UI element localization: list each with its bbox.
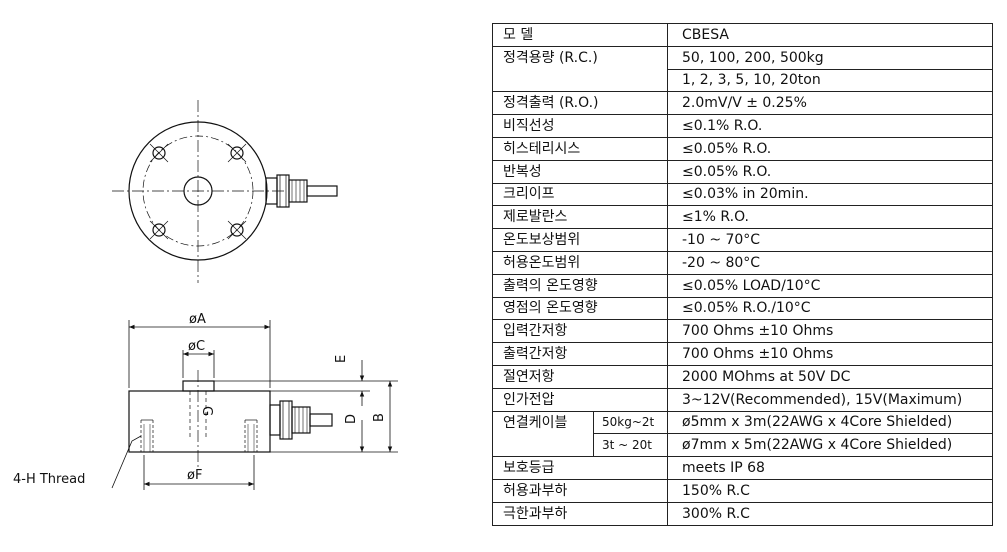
spec-label: 온도보상범위: [492, 228, 668, 252]
spec-label: 제로발란스: [492, 205, 668, 230]
dim-f-label: øF: [187, 468, 202, 483]
table-row: 모 델 CBESA: [492, 23, 993, 47]
thread-label: 4-H Thread: [13, 472, 85, 487]
spec-value: 2000 MOhms at 50V DC: [667, 364, 993, 389]
cable-sub-label: 50kg~2t: [593, 410, 668, 435]
threaded-hole: [227, 220, 247, 240]
spec-value: 150% R.C: [667, 478, 993, 503]
spec-label: 히스테리시스: [492, 136, 668, 161]
table-row: 정격출력 (R.O.) 2.0mV/V ± 0.25%: [492, 91, 993, 116]
spec-label: 출력의 온도영향: [492, 273, 668, 298]
top-view: [112, 100, 338, 283]
spec-label: 비직선성: [492, 114, 668, 138]
load-cell-drawing: øA øC G E D B øF 4-H Thread: [13, 100, 398, 490]
side-view: [128, 370, 333, 470]
spec-label: 허용온도범위: [492, 250, 668, 275]
spec-label: 크리이프: [492, 182, 668, 207]
spec-label: 정격출력 (R.O.): [492, 91, 668, 116]
spec-label: 모 델: [492, 23, 668, 47]
dim-d-label: D: [344, 414, 359, 424]
spec-value: 700 Ohms ±10 Ohms: [667, 319, 993, 344]
cable-gland: [265, 174, 338, 208]
table-row: 정격용량 (R.C.) 50, 100, 200, 500kg: [492, 45, 993, 70]
spec-value: ≤0.05% R.O.: [667, 159, 993, 184]
table-row: 1, 2, 3, 5, 10, 20ton: [492, 68, 993, 93]
table-row: 입력간저항 700 Ohms ±10 Ohms: [492, 319, 993, 344]
spec-value: -10 ~ 70°C: [667, 228, 993, 252]
spec-value: ≤0.05% R.O./10°C: [667, 296, 993, 321]
spec-table: 모 델 CBESA 정격용량 (R.C.) 50, 100, 200, 500k…: [492, 23, 993, 526]
threaded-hole: [227, 143, 247, 163]
table-row: 허용온도범위 -20 ~ 80°C: [492, 250, 993, 275]
threaded-hole: [149, 143, 169, 163]
dim-b-label: B: [372, 413, 387, 422]
spec-value: 1, 2, 3, 5, 10, 20ton: [667, 68, 993, 93]
table-row: 출력의 온도영향 ≤0.05% LOAD/10°C: [492, 273, 993, 298]
spec-value: ø5mm x 3m(22AWG x 4Core Shielded): [667, 410, 993, 435]
table-row: 히스테리시스 ≤0.05% R.O.: [492, 136, 993, 161]
spec-label: 영점의 온도영향: [492, 296, 668, 321]
spec-label: 허용과부하: [492, 478, 668, 503]
spec-label: 출력간저항: [492, 342, 668, 366]
dim-e-label: E: [334, 355, 349, 363]
table-row: 인가전압 3~12V(Recommended), 15V(Maximum): [492, 387, 993, 412]
cable-label-cont: [492, 433, 594, 458]
spec-label: 극한과부하: [492, 501, 668, 526]
spec-label: 인가전압: [492, 387, 668, 412]
table-row: 보호등급 meets IP 68: [492, 456, 993, 480]
spec-value: ≤0.05% LOAD/10°C: [667, 273, 993, 298]
spec-label: 반복성: [492, 159, 668, 184]
spec-label: 절연저항: [492, 364, 668, 389]
table-row: 비직선성 ≤0.1% R.O.: [492, 114, 993, 138]
table-row: 극한과부하 300% R.C: [492, 501, 993, 526]
table-row: 제로발란스 ≤1% R.O.: [492, 205, 993, 230]
dim-c-label: øC: [188, 339, 205, 354]
spec-value: ≤0.05% R.O.: [667, 136, 993, 161]
spec-value: ø7mm x 5m(22AWG x 4Core Shielded): [667, 433, 993, 458]
spec-value: CBESA: [667, 23, 993, 47]
spec-label: [492, 69, 668, 93]
spec-value: 3~12V(Recommended), 15V(Maximum): [667, 387, 993, 412]
threaded-hole: [149, 220, 169, 240]
spec-label: 보호등급: [492, 456, 668, 480]
spec-label: 정격용량 (R.C.): [492, 45, 668, 70]
spec-value: -20 ~ 80°C: [667, 250, 993, 275]
spec-value: meets IP 68: [667, 456, 993, 480]
dimensions: [111, 320, 398, 490]
spec-value: 50, 100, 200, 500kg: [667, 45, 993, 70]
table-row: 크리이프 ≤0.03% in 20min.: [492, 182, 993, 207]
spec-value: 2.0mV/V ± 0.25%: [667, 91, 993, 116]
spec-value: ≤0.1% R.O.: [667, 114, 993, 138]
spec-value: 300% R.C: [667, 501, 993, 526]
table-row: 반복성 ≤0.05% R.O.: [492, 159, 993, 184]
spec-label: 입력간저항: [492, 319, 668, 344]
cable-gland-side: [269, 400, 333, 440]
table-row: 절연저항 2000 MOhms at 50V DC: [492, 364, 993, 389]
table-row: 허용과부하 150% R.C: [492, 478, 993, 503]
table-row: 출력간저항 700 Ohms ±10 Ohms: [492, 342, 993, 366]
spec-value: ≤1% R.O.: [667, 205, 993, 230]
cable-label: 연결케이블: [492, 410, 594, 434]
spec-value: 700 Ohms ±10 Ohms: [667, 342, 993, 366]
table-row: 온도보상범위 -10 ~ 70°C: [492, 228, 993, 252]
cable-sub-label: 3t ~ 20t: [593, 433, 668, 458]
table-row: 3t ~ 20t ø7mm x 5m(22AWG x 4Core Shielde…: [492, 433, 993, 458]
table-row: 영점의 온도영향 ≤0.05% R.O./10°C: [492, 296, 993, 321]
spec-table-body: 모 델 CBESA 정격용량 (R.C.) 50, 100, 200, 500k…: [492, 23, 993, 526]
spec-value: ≤0.03% in 20min.: [667, 182, 993, 207]
dim-g-label: G: [199, 406, 214, 416]
table-row: 연결케이블 50kg~2t ø5mm x 3m(22AWG x 4Core Sh…: [492, 410, 993, 435]
dim-a-label: øA: [189, 312, 206, 327]
